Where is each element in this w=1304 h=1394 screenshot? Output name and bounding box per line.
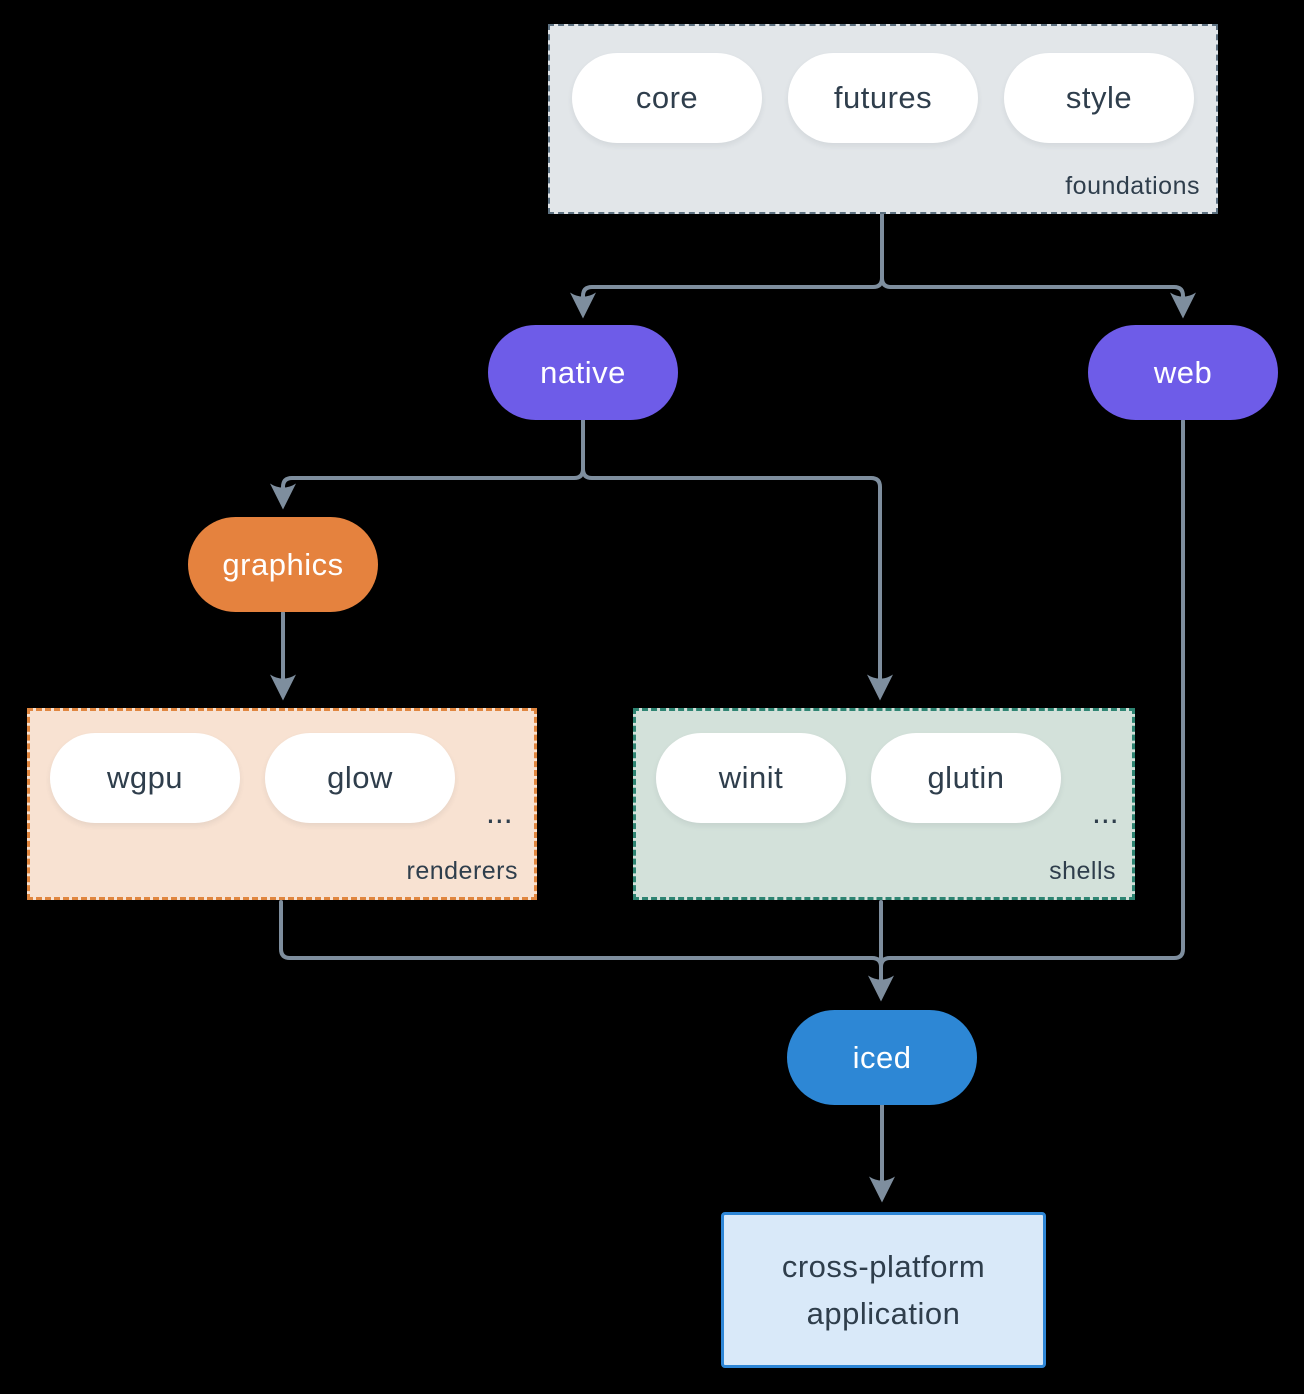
edge-native-shells xyxy=(581,419,893,701)
edge-native-graphics xyxy=(270,419,585,510)
node-futures: futures xyxy=(788,53,978,143)
renderers-group: wgpu glow ... renderers xyxy=(27,708,537,900)
renderers-group-label: renderers xyxy=(406,857,518,885)
node-glutin: glutin xyxy=(871,733,1061,823)
edge-foundations-native xyxy=(570,212,884,319)
renderers-ellipsis: ... xyxy=(486,793,513,830)
node-glow: glow xyxy=(265,733,455,823)
node-web: web xyxy=(1088,325,1278,420)
edge-foundations-web xyxy=(880,212,1196,319)
node-core: core xyxy=(572,53,762,143)
node-iced: iced xyxy=(787,1010,977,1105)
foundations-group-label: foundations xyxy=(1065,172,1200,200)
node-wgpu: wgpu xyxy=(50,733,240,823)
node-graphics: graphics xyxy=(188,517,378,612)
node-native: native xyxy=(488,325,678,420)
shells-group: winit glutin ... shells xyxy=(633,708,1135,900)
shells-group-label: shells xyxy=(1049,857,1116,885)
node-winit: winit xyxy=(656,733,846,823)
cross-platform-application-box: cross-platform application xyxy=(721,1212,1046,1368)
node-style: style xyxy=(1004,53,1194,143)
foundations-group: core futures style foundations xyxy=(548,24,1218,214)
edge-renderers-iced xyxy=(279,900,883,997)
shells-ellipsis: ... xyxy=(1092,793,1119,830)
